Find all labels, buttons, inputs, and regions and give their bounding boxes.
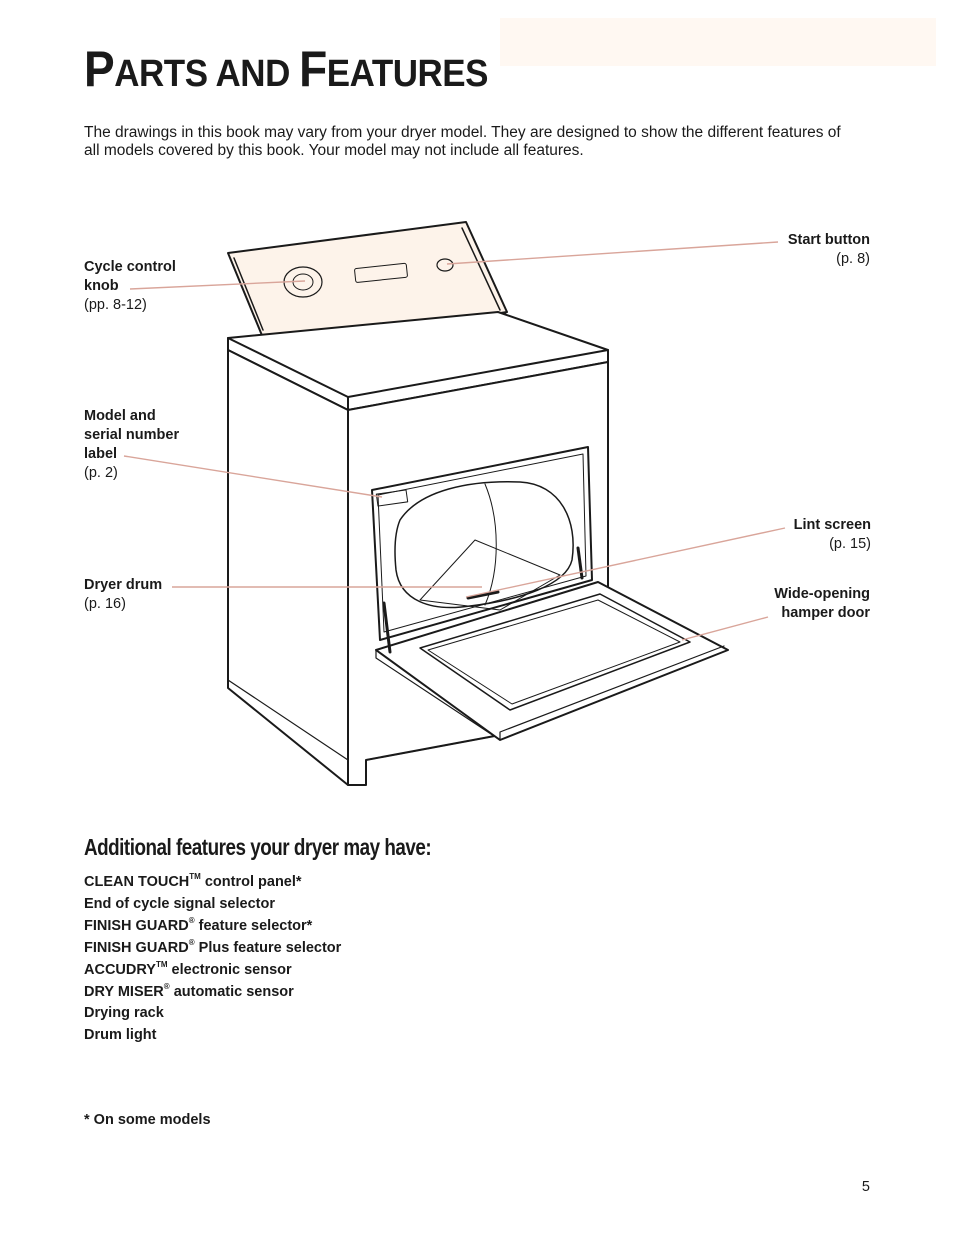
- callout-model-serial-label: Model and serial number label (p. 2): [84, 408, 180, 481]
- list-item: Drying rack: [84, 1005, 164, 1022]
- page-title: PARTS AND FEATURES: [84, 41, 489, 97]
- dryer-front-panel: [347, 361, 609, 786]
- dryer-side-panel: [227, 349, 349, 786]
- additional-features-list: CLEAN TOUCHTM control panel* End of cycl…: [84, 872, 341, 1047]
- hamper-door: [375, 581, 729, 741]
- dryer-illustration: [123, 221, 786, 786]
- list-item: CLEAN TOUCHTM control panel*: [84, 872, 302, 890]
- dryer-drum: [394, 481, 574, 609]
- list-item: End of cycle signal selector: [84, 895, 275, 912]
- additional-features-heading: Additional features your dryer may have:: [84, 834, 432, 860]
- start-button: [436, 258, 454, 272]
- list-item: ACCUDRYTM electronic sensor: [84, 959, 292, 978]
- dryer-top: [227, 311, 609, 398]
- callout-dryer-drum: Dryer drum (p. 16): [84, 577, 163, 612]
- intro-paragraph: The drawings in this book may vary from …: [84, 124, 841, 159]
- callout-lint-screen: Lint screen (p. 15): [793, 517, 871, 552]
- callout-start-button: Start button (p. 8): [787, 232, 870, 267]
- list-item: Drum light: [84, 1027, 157, 1044]
- page-number: 5: [861, 1179, 870, 1195]
- cycle-control-knob: [283, 266, 323, 298]
- callout-hamper-door: Wide-opening hamper door: [774, 586, 870, 621]
- footnote: * On some models: [84, 1112, 211, 1128]
- serial-label-plate: [375, 489, 409, 507]
- list-item: FINISH GUARD® feature selector*: [84, 915, 313, 934]
- callout-cycle-control-knob: Cycle control knob (pp. 8-12): [84, 259, 176, 313]
- header-band: [500, 18, 936, 66]
- list-item: DRY MISER® automatic sensor: [84, 981, 294, 1000]
- list-item: FINISH GUARD® Plus feature selector: [84, 937, 342, 956]
- control-console: [227, 221, 508, 351]
